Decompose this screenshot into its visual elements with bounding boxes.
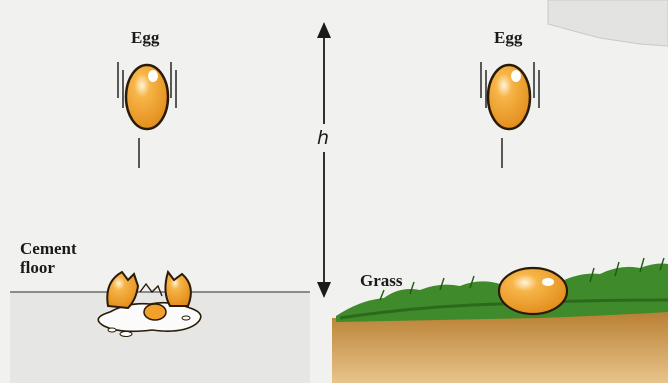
broken-egg <box>98 272 201 337</box>
falling-egg-left <box>126 65 168 129</box>
height-arrow <box>317 22 331 298</box>
intact-egg-on-grass <box>499 268 567 314</box>
cement-label-line1: Cement <box>20 239 77 258</box>
cement-label-line2: floor <box>20 258 55 277</box>
falling-egg-right <box>488 65 530 129</box>
egg-label-right: Egg <box>494 28 522 47</box>
egg-label-left: Egg <box>131 28 159 47</box>
grass-label: Grass <box>360 271 403 290</box>
paper-corner <box>548 0 668 46</box>
height-label: h <box>317 127 329 149</box>
